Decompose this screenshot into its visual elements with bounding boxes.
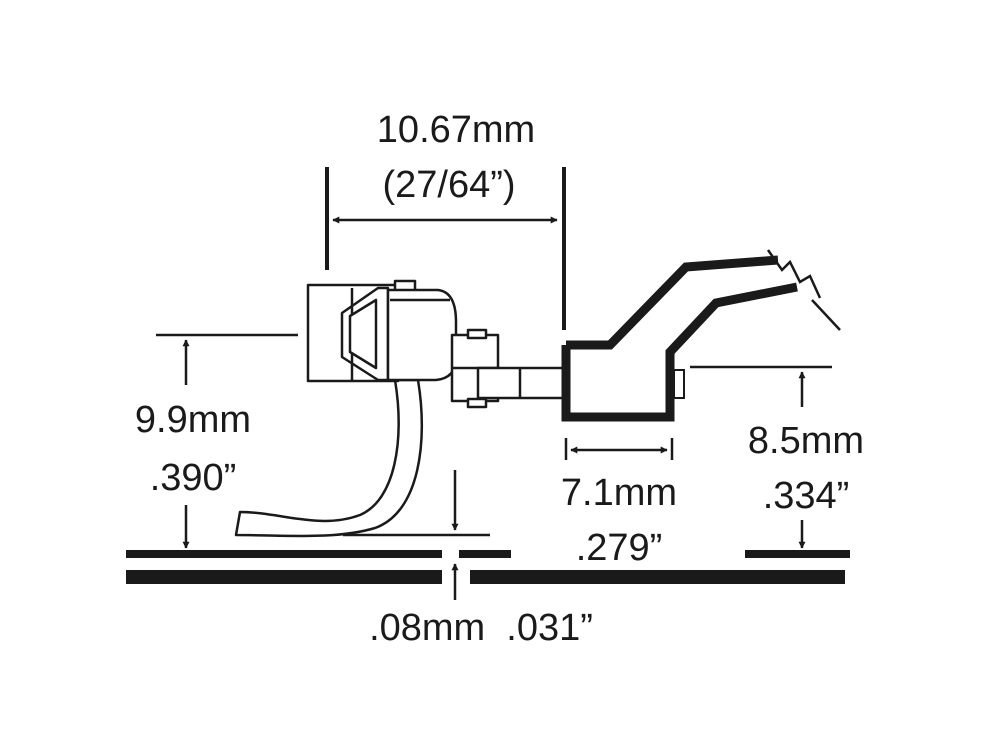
label-coupler-width-mm: 10.67mm bbox=[377, 109, 535, 151]
pivot-body bbox=[386, 288, 458, 382]
dimension-box-width bbox=[564, 438, 674, 460]
label-gap: .08mm .031” bbox=[369, 607, 593, 649]
rail-lines bbox=[126, 550, 850, 584]
rail-top-left bbox=[126, 550, 442, 558]
break-line bbox=[811, 299, 841, 331]
label-box-height-in: .334” bbox=[763, 475, 850, 517]
break-marks bbox=[766, 249, 841, 331]
label-coupler-width-in: (27/64”) bbox=[382, 164, 515, 206]
label-box-height-mm: 8.5mm bbox=[748, 420, 864, 462]
rail-top-right bbox=[745, 550, 850, 558]
label-box-width-mm: 7.1mm bbox=[561, 472, 677, 514]
rail-bottom-left bbox=[126, 570, 442, 584]
label-coupler-height-mm: 9.9mm bbox=[135, 399, 251, 441]
dimension-coupler-height bbox=[156, 333, 298, 549]
box-outline bbox=[561, 282, 798, 422]
box-top bbox=[566, 255, 779, 350]
spring-tab-top bbox=[466, 328, 488, 340]
coupler-box bbox=[561, 255, 798, 422]
break-zigzag bbox=[766, 249, 822, 299]
trip-pin bbox=[234, 378, 424, 538]
dimension-box-height bbox=[690, 365, 832, 549]
shank bbox=[476, 366, 568, 400]
box-stub bbox=[673, 369, 685, 399]
label-box-width-in: .279” bbox=[576, 527, 663, 569]
rail-bottom-right bbox=[470, 570, 845, 584]
rail-top-mid bbox=[459, 550, 511, 558]
knuckle-inner bbox=[348, 298, 378, 370]
coupler-drawing bbox=[234, 279, 568, 538]
label-coupler-height-in: .390” bbox=[150, 457, 237, 499]
dimension-coupler-width bbox=[325, 167, 566, 330]
dimension-gap bbox=[343, 470, 490, 600]
spring-tab-bottom bbox=[466, 397, 488, 409]
